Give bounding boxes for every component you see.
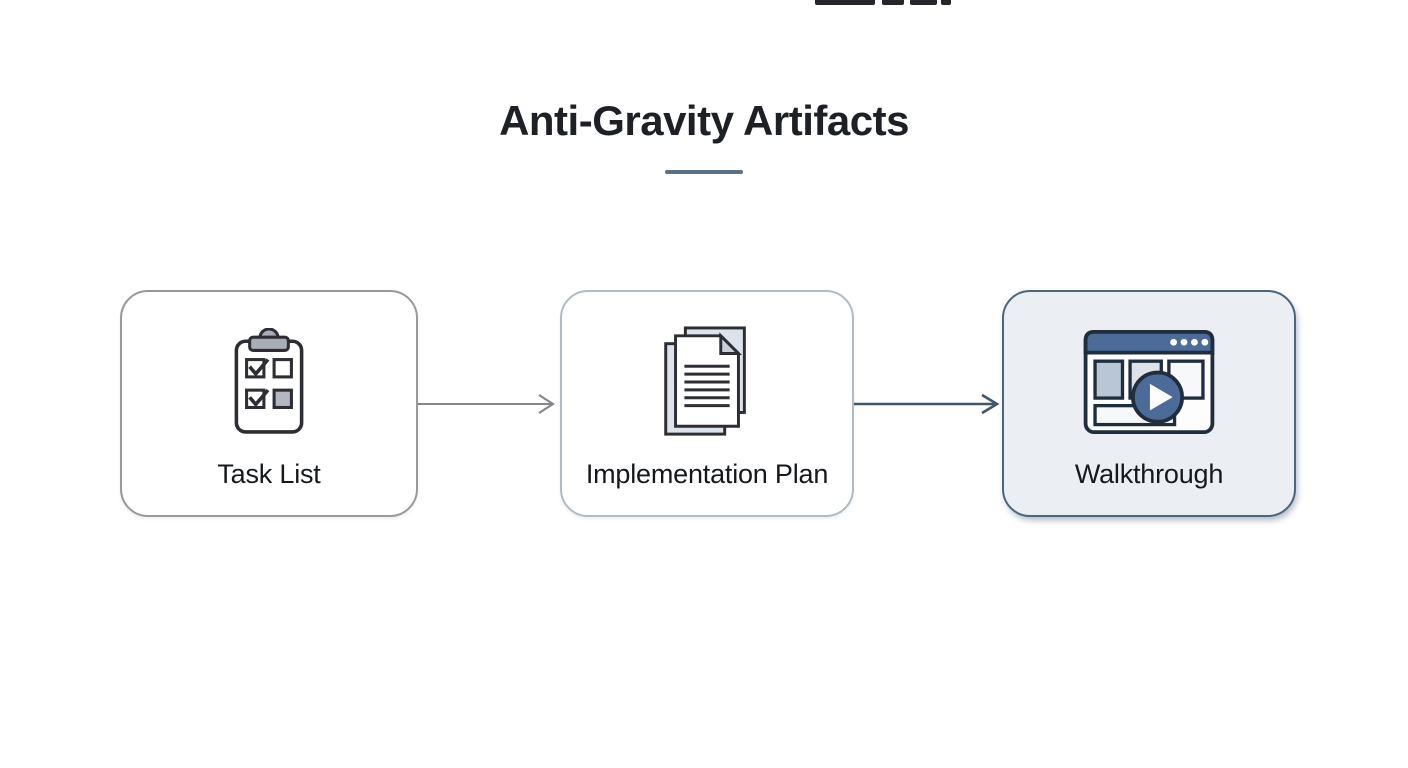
- node-walkthrough[interactable]: Walkthrough: [1002, 290, 1296, 517]
- node-label: Walkthrough: [1074, 459, 1224, 489]
- cropped-content-artifact: [815, 0, 951, 5]
- page-title: Anti-Gravity Artifacts: [499, 97, 909, 144]
- browser-video-play-icon: [1083, 329, 1215, 435]
- artifact-segment: [882, 0, 904, 5]
- clipboard-checklist-icon: [234, 328, 304, 434]
- artifact-segment: [910, 0, 937, 5]
- title-underline: [665, 170, 743, 175]
- artifact-segment: [941, 0, 951, 5]
- node-task-list[interactable]: Task List: [120, 290, 418, 517]
- node-label: Task List: [217, 459, 321, 489]
- artifact-segment: [815, 0, 875, 5]
- connector-arrow-2: [854, 393, 1000, 415]
- node-implementation-plan[interactable]: Implementation Plan: [560, 290, 854, 517]
- connector-arrow-1: [418, 394, 556, 414]
- title-block: Anti-Gravity Artifacts: [0, 97, 1408, 175]
- document-stack-icon: [659, 323, 755, 441]
- clipboard-checklist-icon: [230, 323, 308, 441]
- document-stack-icon: [664, 326, 746, 436]
- browser-video-play-icon: [1079, 323, 1219, 441]
- node-label: Implementation Plan: [585, 459, 829, 489]
